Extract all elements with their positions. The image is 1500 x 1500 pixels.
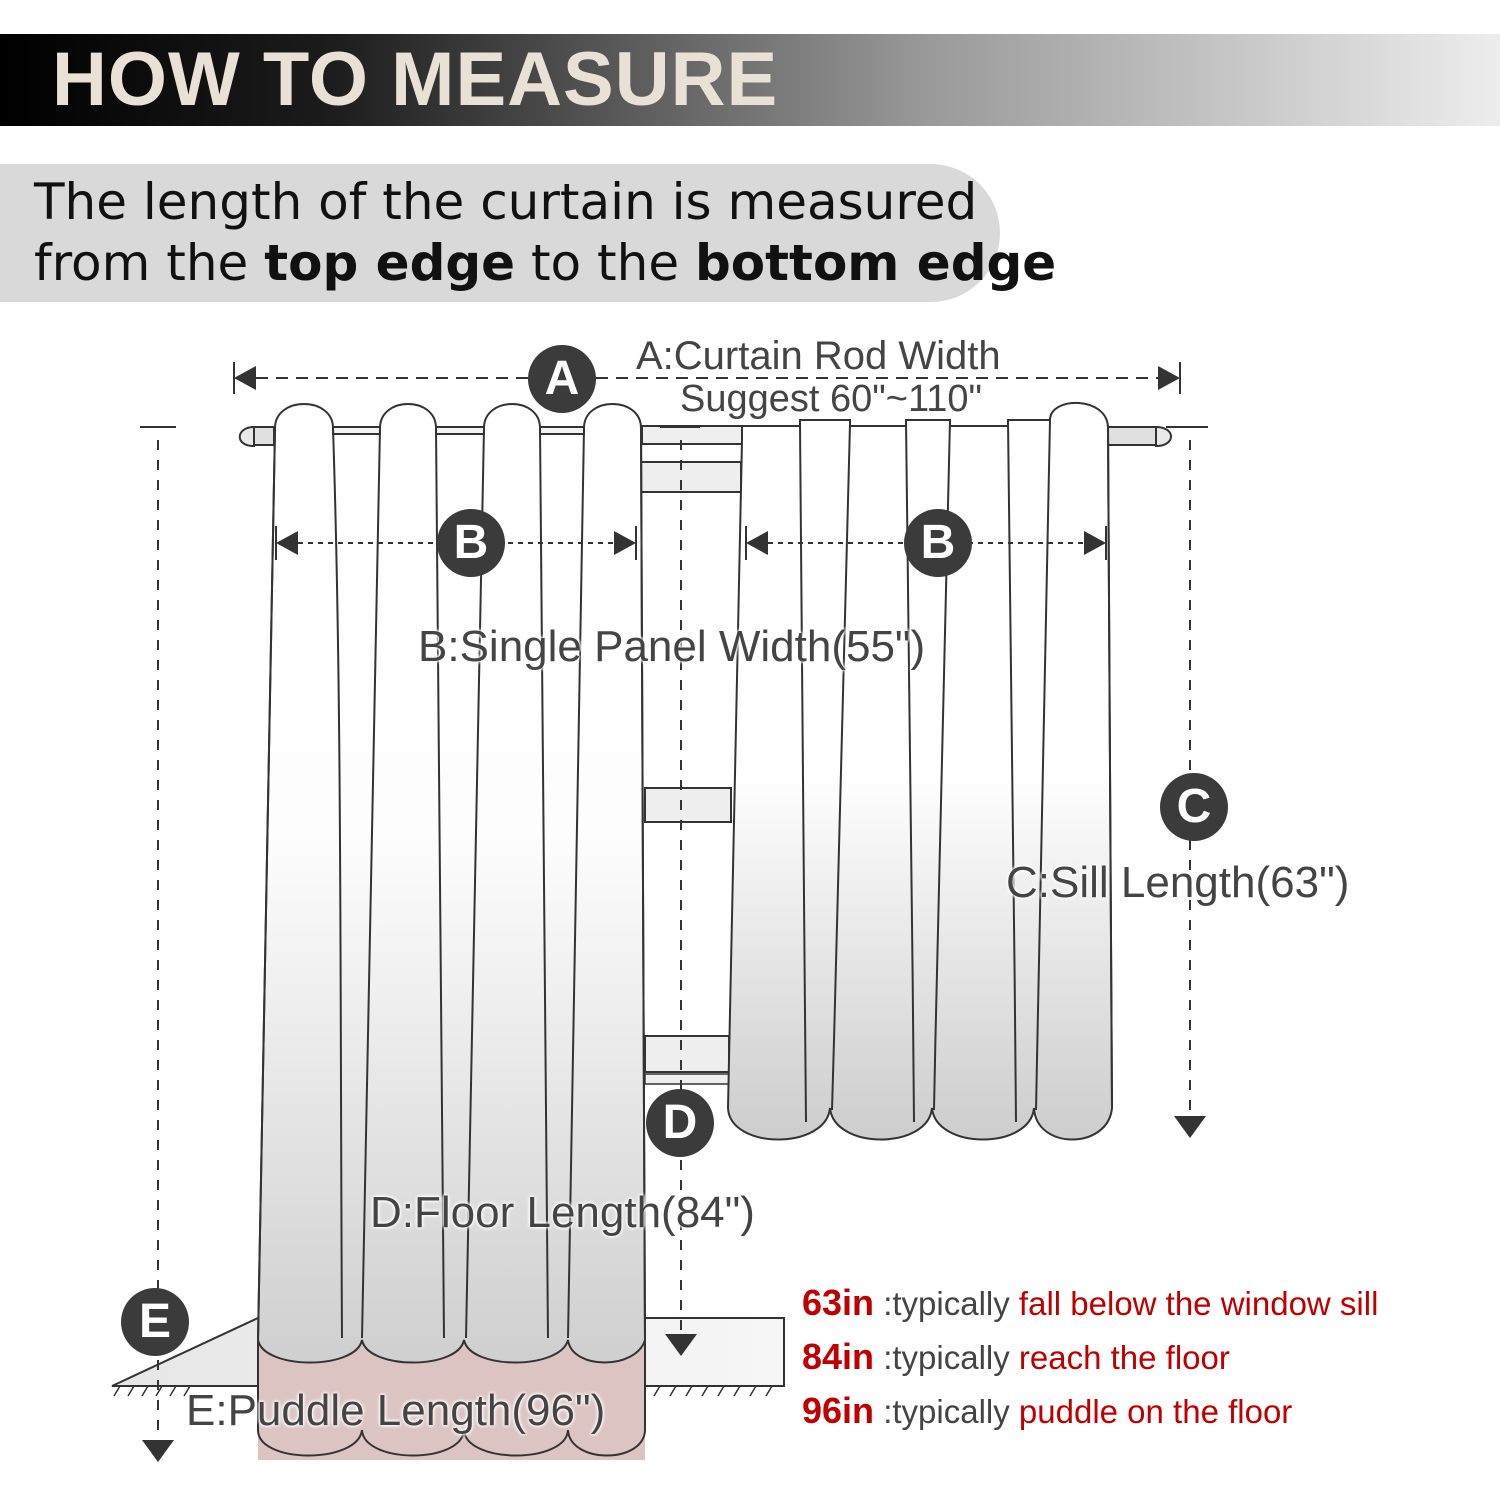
intro-to: to the — [515, 234, 695, 292]
intro-line-1: The length of the curtain is measured — [34, 173, 978, 231]
label-panel-width: B:Single Panel Width(55") — [418, 622, 926, 671]
badge-b-left: B — [437, 509, 505, 577]
long-curtain-panel — [256, 403, 647, 1460]
intro-from: from the — [34, 234, 265, 292]
label-sill-length: C:Sill Length(63") — [1006, 858, 1350, 907]
window — [640, 425, 744, 1085]
note-separator: :typically — [874, 1339, 1019, 1376]
intro-top-edge: top edge — [264, 234, 516, 292]
note-96in: 96in :typically puddle on the floor — [802, 1390, 1292, 1432]
label-puddle-length: E:Puddle Length(96") — [186, 1386, 606, 1435]
badge-b-right: B — [904, 509, 972, 577]
intro-bottom-edge: bottom edge — [695, 234, 1057, 292]
note-length: 63in — [802, 1282, 875, 1323]
note-length: 96in — [802, 1390, 875, 1431]
note-separator: :typically — [874, 1285, 1019, 1322]
note-84in: 84in :typically reach the floor — [802, 1336, 1230, 1378]
note-63in: 63in :typically fall below the window si… — [802, 1282, 1378, 1324]
note-description: puddle on the floor — [1018, 1393, 1293, 1430]
label-floor-length: D:Floor Length(84") — [370, 1188, 755, 1237]
note-separator: :typically — [874, 1393, 1019, 1430]
note-description: fall below the window sill — [1018, 1285, 1379, 1322]
label-rod-width: A:Curtain Rod Width — [636, 334, 1001, 378]
badge-c: C — [1160, 773, 1228, 841]
note-description: reach the floor — [1018, 1339, 1230, 1376]
dimension-arrowheads — [142, 366, 1206, 1462]
header-banner: HOW TO MEASURE — [0, 34, 1500, 126]
note-length: 84in — [802, 1336, 875, 1377]
badge-a: A — [528, 345, 596, 413]
badge-d: D — [646, 1089, 714, 1157]
badge-e: E — [121, 1288, 189, 1356]
label-rod-suggest: Suggest 60"~110" — [680, 378, 983, 420]
page-title: HOW TO MEASURE — [52, 37, 779, 122]
